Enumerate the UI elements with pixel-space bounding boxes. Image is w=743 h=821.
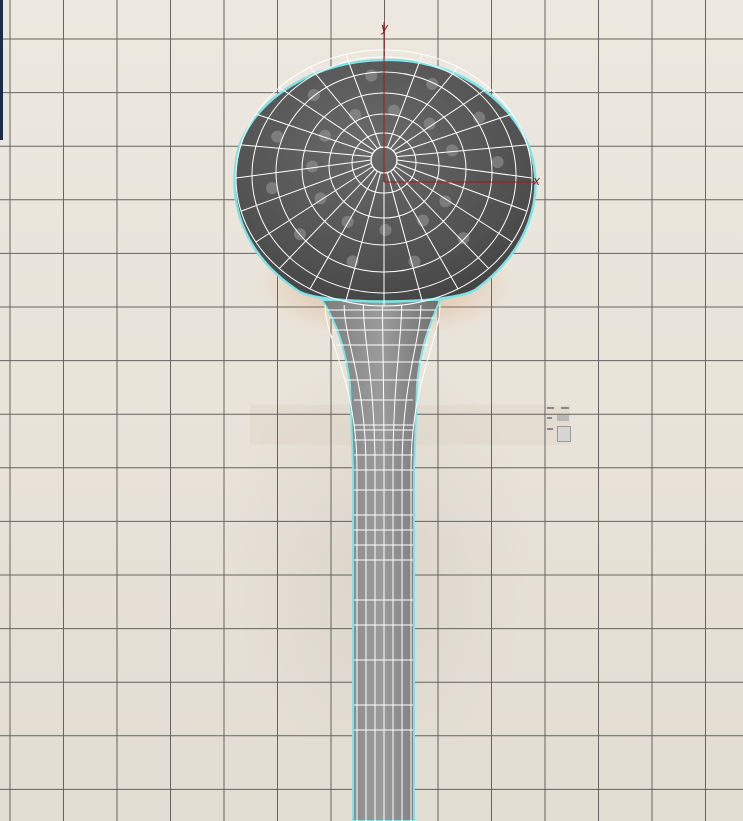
head-spoke bbox=[240, 144, 372, 158]
head-outline bbox=[233, 58, 537, 303]
head-spoke bbox=[235, 159, 372, 179]
head-spoke bbox=[309, 66, 378, 150]
nozzle-dot bbox=[365, 69, 378, 82]
handle-edge-loop bbox=[362, 304, 376, 821]
head-spoke bbox=[386, 54, 423, 148]
y-axis-label: y bbox=[381, 21, 389, 35]
left-panel-edge bbox=[0, 0, 3, 140]
handle-wireframe bbox=[324, 304, 441, 821]
nozzle-dot bbox=[306, 160, 319, 173]
nozzle-dot bbox=[423, 117, 436, 130]
head-spoke bbox=[390, 171, 459, 290]
head-spoke bbox=[255, 166, 374, 243]
x-axis-label: x bbox=[533, 174, 541, 188]
nozzle-dot bbox=[266, 182, 279, 195]
nozzle-dot bbox=[379, 223, 392, 236]
head-spoke bbox=[309, 171, 378, 290]
nozzle-dot bbox=[446, 144, 459, 157]
head-spoke bbox=[278, 168, 376, 269]
head-spoke bbox=[279, 87, 376, 152]
head-spoke bbox=[386, 172, 423, 302]
head-spoke bbox=[394, 166, 513, 243]
head-spoke bbox=[255, 113, 373, 154]
nozzle-dot bbox=[416, 214, 429, 227]
nozzle-dot bbox=[408, 255, 421, 268]
nozzle-dot bbox=[314, 192, 327, 205]
handle-edge-loop bbox=[382, 304, 385, 821]
nozzle-dot bbox=[387, 104, 400, 117]
nozzle-dot bbox=[426, 77, 439, 90]
head-spoke bbox=[396, 159, 533, 179]
handle-mesh bbox=[320, 299, 442, 821]
head-spoke bbox=[395, 113, 513, 154]
head-spoke bbox=[392, 87, 489, 152]
head-spoke bbox=[390, 66, 459, 150]
handle-edge-loop bbox=[392, 304, 403, 821]
head-spoke bbox=[345, 172, 382, 302]
head-spoke bbox=[392, 168, 490, 269]
viewport-mini-widget[interactable] bbox=[545, 404, 573, 444]
head-spoke bbox=[345, 54, 382, 148]
head-spoke bbox=[396, 162, 528, 212]
axis-gizmo bbox=[383, 22, 535, 183]
nozzle-dot bbox=[439, 195, 452, 208]
nozzle-dot bbox=[271, 130, 284, 143]
head-spoke bbox=[396, 144, 528, 158]
head-spoke bbox=[240, 162, 372, 212]
nozzle-dots bbox=[266, 69, 504, 268]
nozzle-dot bbox=[341, 215, 354, 228]
nozzle-dot bbox=[457, 232, 470, 245]
head-mesh bbox=[233, 49, 537, 307]
nozzle-dot bbox=[491, 156, 504, 169]
